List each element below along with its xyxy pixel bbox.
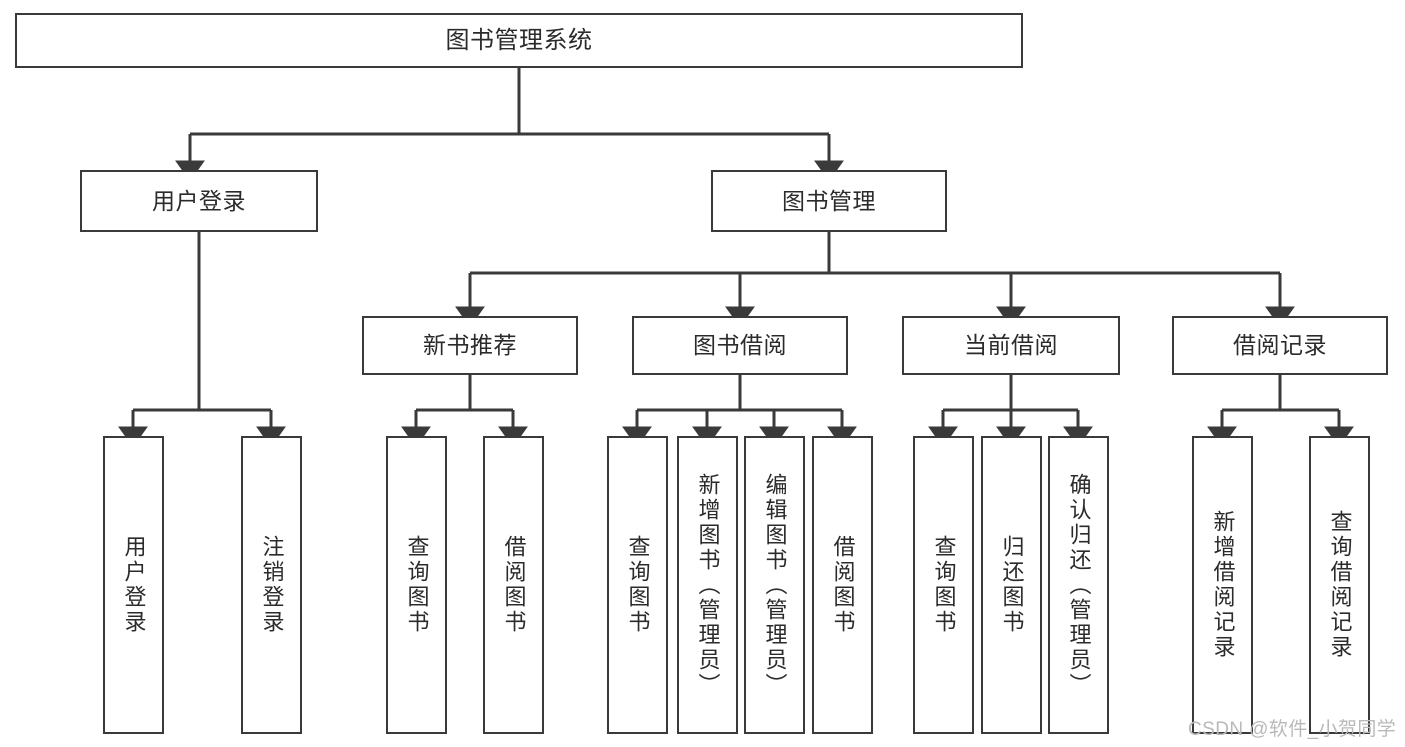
node-leaf-query-book-2[interactable]: 查询图书 <box>607 436 668 734</box>
node-leaf-borrow-book-2[interactable]: 借阅图书 <box>812 436 873 734</box>
node-leaf-logout[interactable]: 注销登录 <box>241 436 302 734</box>
node-user-login-label: 用户登录 <box>152 187 246 214</box>
node-user-login[interactable]: 用户登录 <box>80 170 318 232</box>
node-root-label: 图书管理系统 <box>445 26 593 54</box>
node-new-book-rec-label: 新书推荐 <box>423 332 517 359</box>
node-leaf-edit-book-label: 编辑图书（管理员） <box>762 472 788 698</box>
node-new-book-rec[interactable]: 新书推荐 <box>362 316 578 375</box>
node-leaf-query-book-2-label: 查询图书 <box>625 535 651 635</box>
node-leaf-return-book[interactable]: 归还图书 <box>981 436 1042 734</box>
node-borrow-record[interactable]: 借阅记录 <box>1172 316 1388 375</box>
node-leaf-borrow-book-1[interactable]: 借阅图书 <box>483 436 544 734</box>
node-book-manage-label: 图书管理 <box>782 187 876 214</box>
node-leaf-edit-book[interactable]: 编辑图书（管理员） <box>744 436 805 734</box>
node-book-borrow-label: 图书借阅 <box>693 332 787 359</box>
node-current-borrow-label: 当前借阅 <box>964 332 1058 359</box>
node-root[interactable]: 图书管理系统 <box>15 13 1023 68</box>
node-leaf-query-record[interactable]: 查询借阅记录 <box>1309 436 1370 734</box>
node-borrow-record-label: 借阅记录 <box>1233 332 1327 359</box>
watermark-csdn: CSDN @软件_小贺同学 <box>1188 719 1397 740</box>
node-leaf-return-book-label: 归还图书 <box>999 535 1025 635</box>
node-book-manage[interactable]: 图书管理 <box>711 170 947 232</box>
node-leaf-add-book-label: 新增图书（管理员） <box>695 472 721 698</box>
node-leaf-add-book[interactable]: 新增图书（管理员） <box>677 436 738 734</box>
node-leaf-query-record-label: 查询借阅记录 <box>1327 510 1353 660</box>
node-leaf-user-login-label: 用户登录 <box>121 535 147 635</box>
node-leaf-borrow-book-1-label: 借阅图书 <box>501 535 527 635</box>
node-leaf-logout-label: 注销登录 <box>259 535 285 635</box>
node-leaf-query-book-3[interactable]: 查询图书 <box>913 436 974 734</box>
node-leaf-confirm-return[interactable]: 确认归还（管理员） <box>1048 436 1109 734</box>
node-current-borrow[interactable]: 当前借阅 <box>902 316 1120 375</box>
node-leaf-query-book-1-label: 查询图书 <box>404 535 430 635</box>
node-leaf-borrow-book-2-label: 借阅图书 <box>830 535 856 635</box>
node-leaf-user-login[interactable]: 用户登录 <box>103 436 164 734</box>
node-leaf-query-book-1[interactable]: 查询图书 <box>386 436 447 734</box>
node-leaf-add-record[interactable]: 新增借阅记录 <box>1192 436 1253 734</box>
node-leaf-confirm-return-label: 确认归还（管理员） <box>1066 472 1092 698</box>
node-leaf-add-record-label: 新增借阅记录 <box>1210 510 1236 660</box>
node-book-borrow[interactable]: 图书借阅 <box>632 316 848 375</box>
node-leaf-query-book-3-label: 查询图书 <box>931 535 957 635</box>
